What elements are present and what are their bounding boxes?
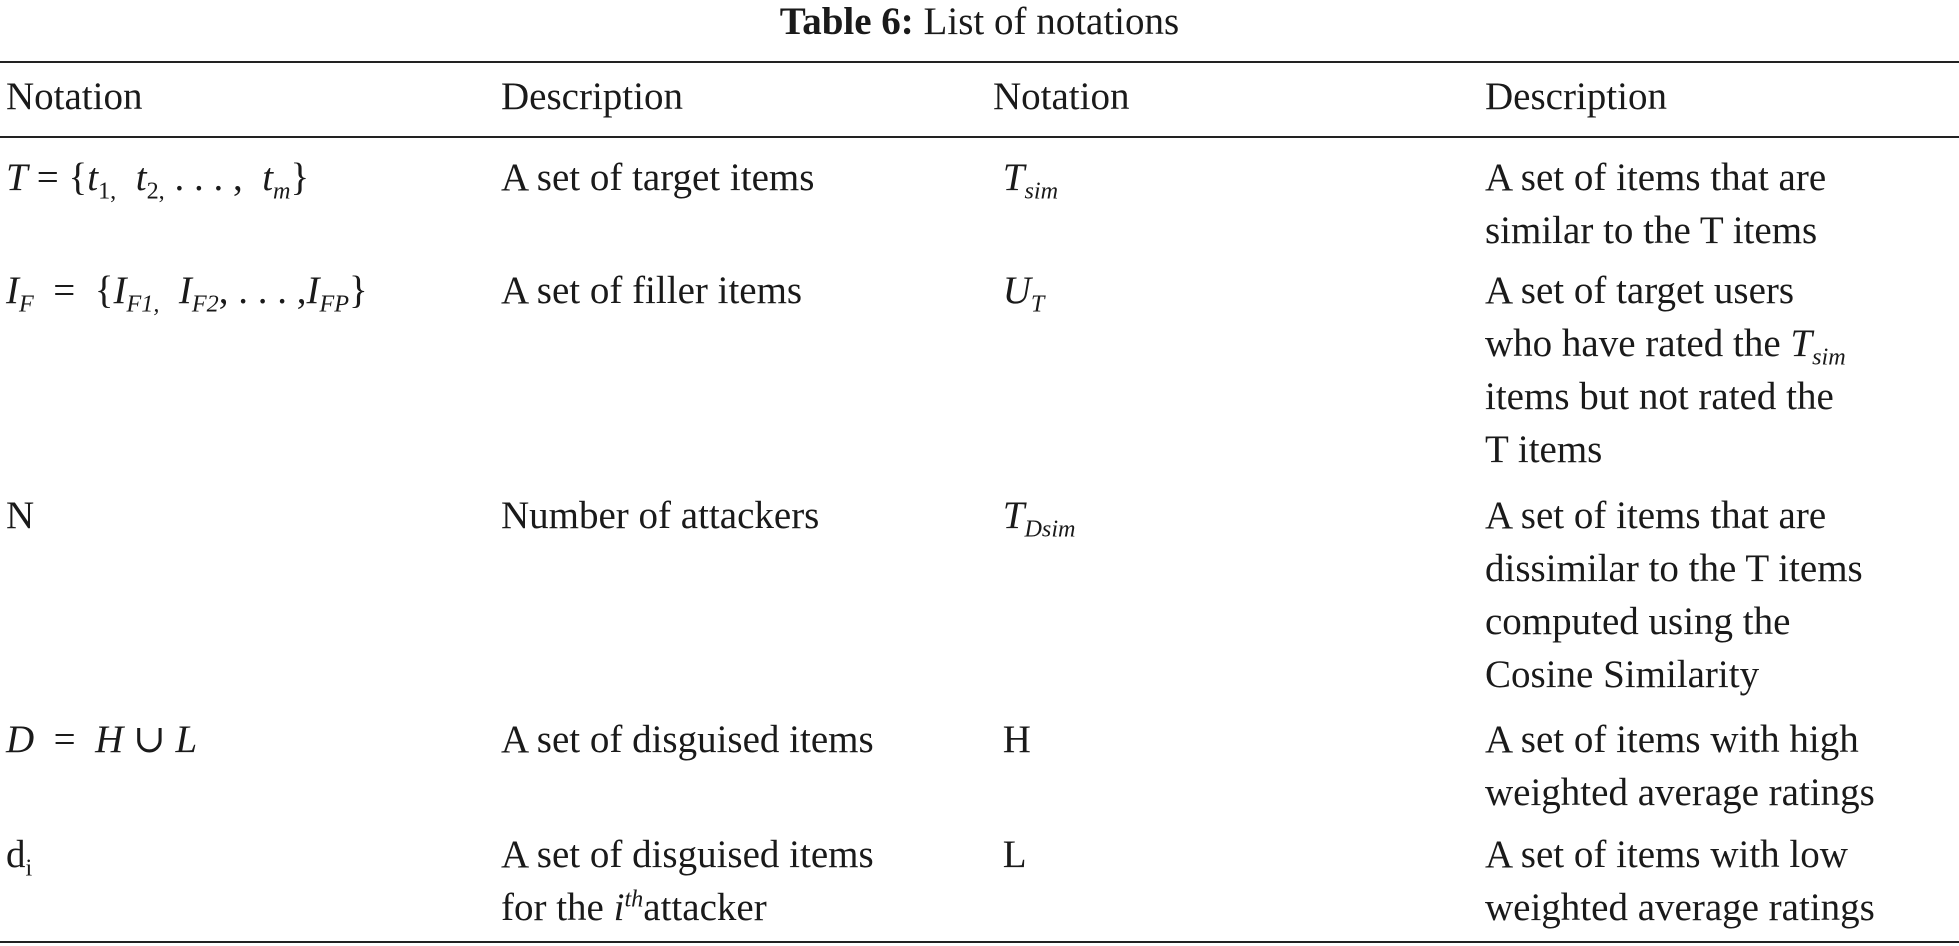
header-rule — [0, 136, 1959, 138]
bottom-rule — [0, 941, 1959, 943]
notation-tsim: Tsim — [1002, 156, 1059, 205]
description-disguised-items: A set of disguised items — [501, 718, 874, 761]
description-h: A set of items with high weighted averag… — [1485, 718, 1875, 814]
notation-l: L — [1002, 833, 1027, 876]
table-number: Table 6: — [779, 0, 914, 43]
header-description-left: Description — [501, 75, 683, 118]
header-description-right: Description — [1485, 75, 1667, 118]
description-di: A set of disguised items for the ithatta… — [501, 833, 874, 929]
header-notation-right: Notation — [993, 75, 1130, 118]
notation-filler-items-set: IF = {IF1, IF2, . . . ,IFP} — [6, 269, 368, 318]
notation-ut: UT — [1002, 269, 1045, 318]
notation-tdsim: TDsim — [1002, 494, 1076, 543]
notation-target-items-set: T = {t1, t2, . . . , tm} — [6, 156, 310, 205]
description-filler-items: A set of filler items — [501, 269, 803, 312]
table-title: List of notations — [923, 0, 1180, 43]
top-rule — [0, 61, 1959, 63]
description-tdsim: A set of items that are dissimilar to th… — [1485, 494, 1863, 696]
notation-h: H — [1002, 718, 1031, 761]
description-n: Number of attackers — [501, 494, 820, 537]
description-ut: A set of target users who have rated the… — [1485, 269, 1846, 471]
description-l: A set of items with low weighted average… — [1485, 833, 1875, 929]
header-notation-left: Notation — [6, 75, 143, 118]
notation-d-union: D = H ∪ L — [6, 718, 198, 761]
notation-n: N — [6, 494, 35, 537]
description-tsim: A set of items that are similar to the T… — [1485, 156, 1827, 252]
table-caption: Table 6: List of notations — [0, 0, 1959, 50]
description-target-items: A set of target items — [501, 156, 815, 199]
notation-di: di — [6, 833, 33, 882]
